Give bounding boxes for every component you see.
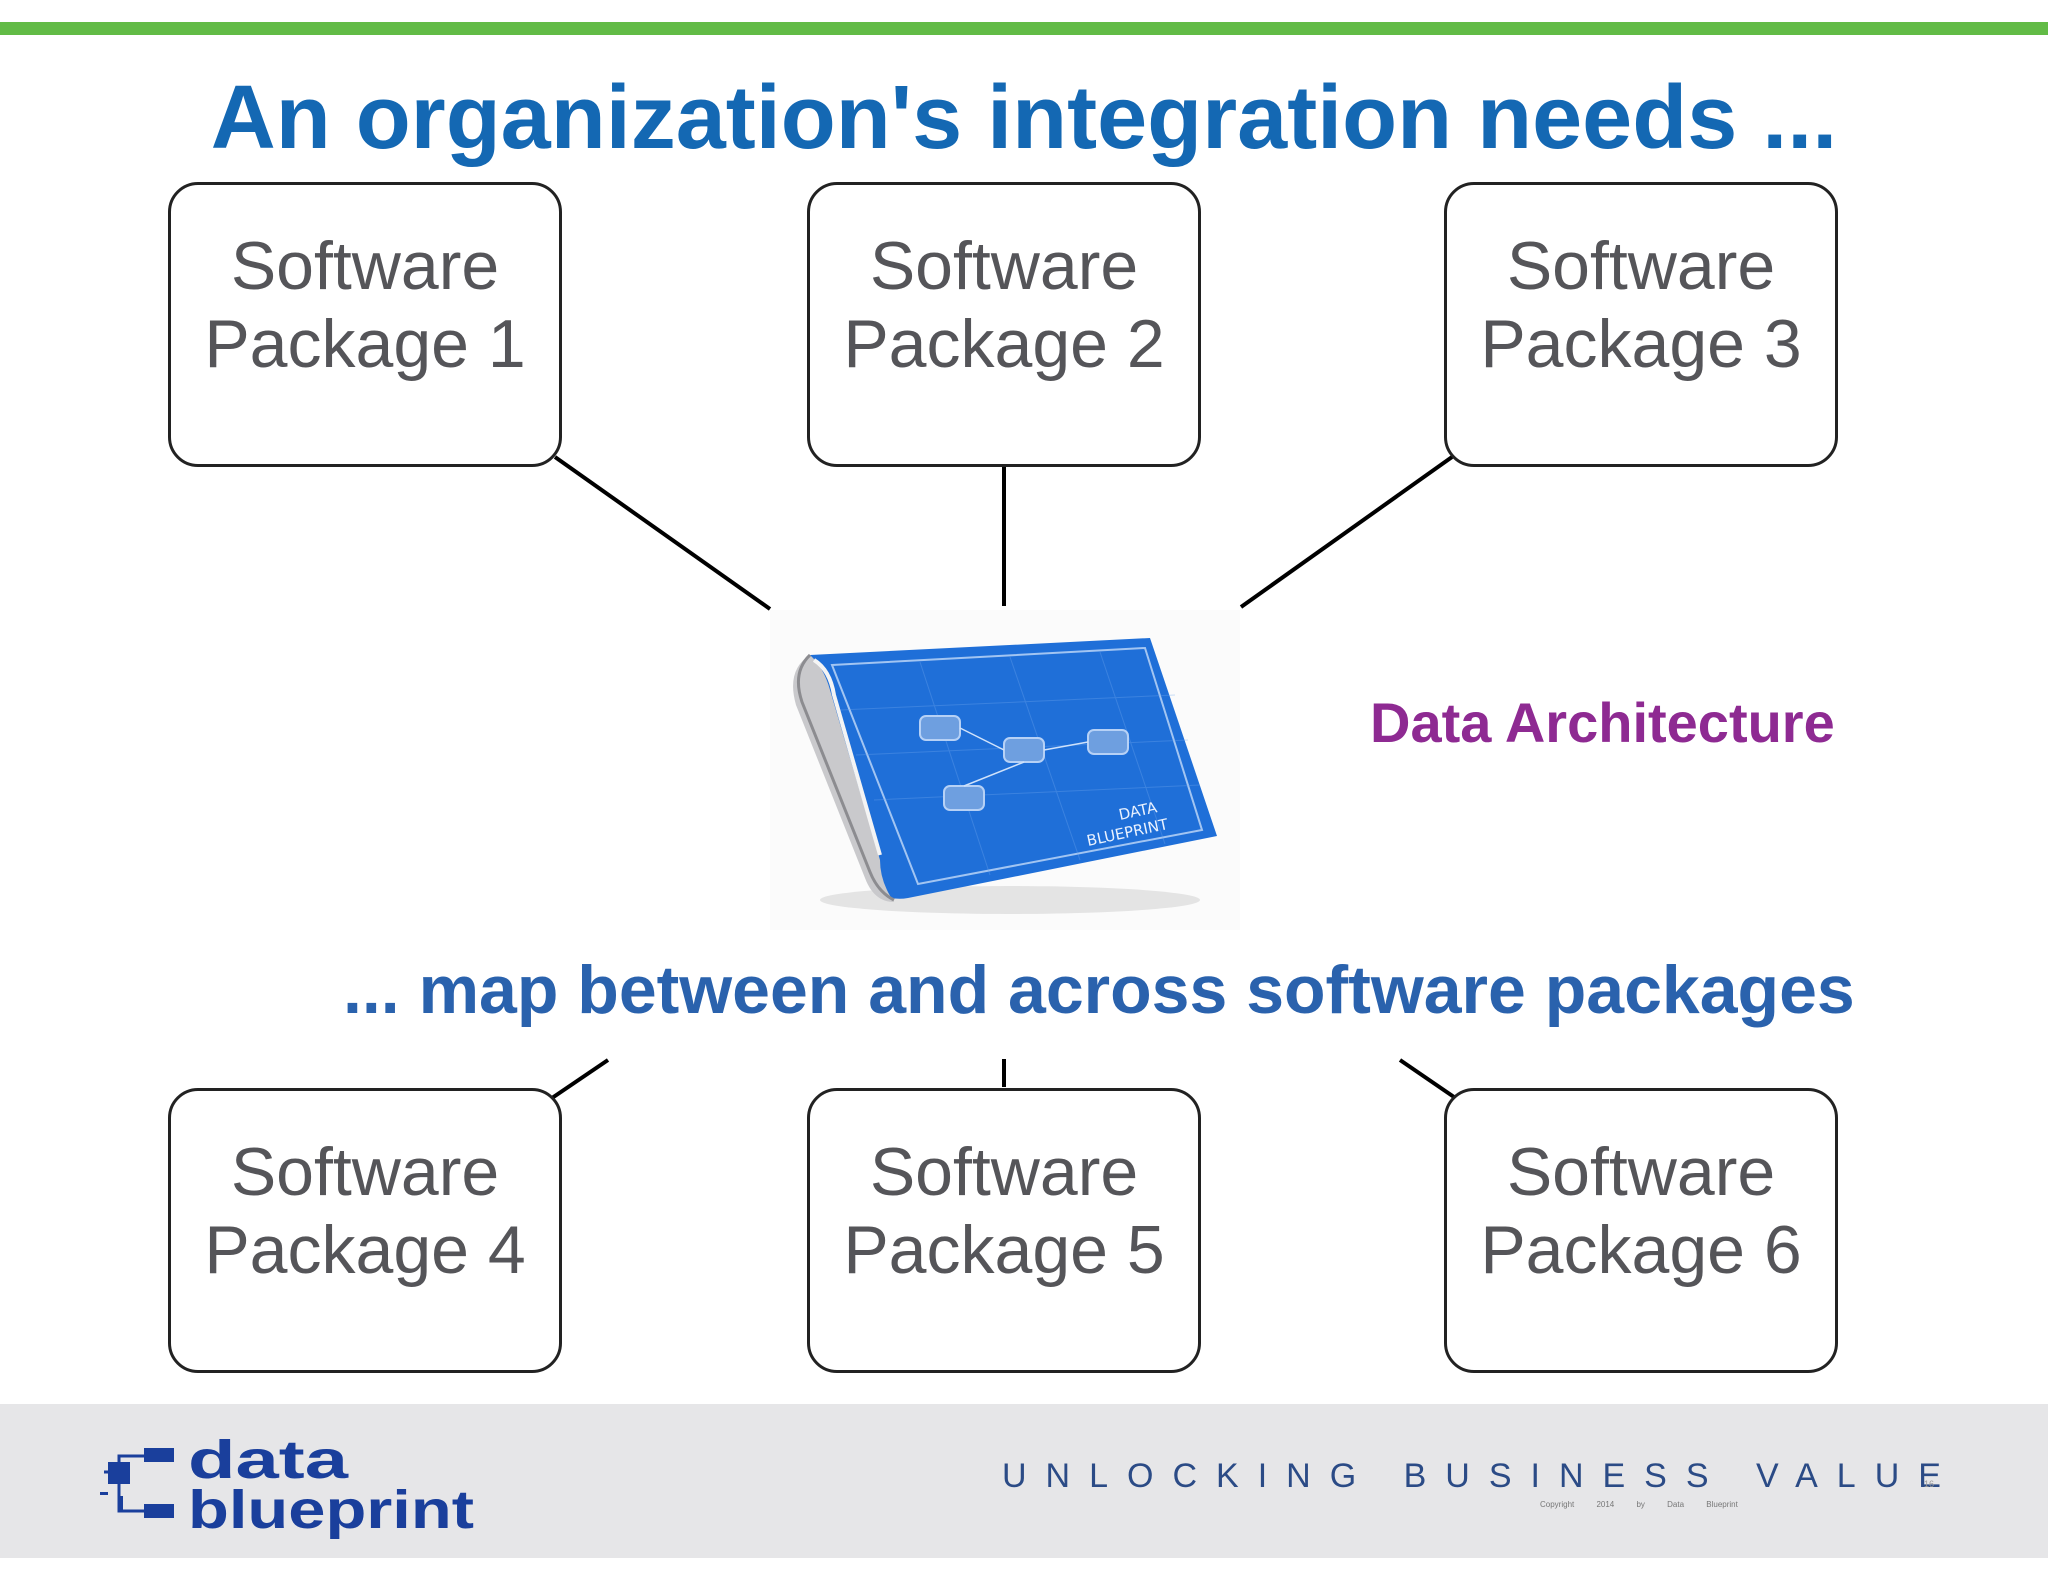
footer-tagline: UNLOCKING BUSINESS VALUE: [1002, 1457, 1960, 1495]
software-package-5: Software Package 5: [807, 1088, 1201, 1373]
software-package-4: Software Package 4: [168, 1088, 562, 1373]
package-label: Software Package 5: [843, 1134, 1165, 1288]
connector-package-1: [553, 455, 772, 611]
blueprint-icon: DATA BLUEPRINT: [770, 610, 1240, 930]
footer-bar: [0, 1404, 2048, 1558]
package-label: Software Package 3: [1480, 228, 1802, 382]
connector-package-6: [1398, 1058, 1456, 1099]
package-label: Software Package 4: [204, 1134, 526, 1288]
package-label: Software Package 6: [1480, 1134, 1802, 1288]
connector-package-4: [550, 1058, 610, 1100]
software-package-2: Software Package 2: [807, 182, 1201, 467]
connector-package-3: [1239, 455, 1454, 609]
footer-copyright: Copyright 2014 by Data Blueprint: [1540, 1500, 1738, 1509]
software-package-6: Software Package 6: [1444, 1088, 1838, 1373]
svg-text:blueprint: blueprint: [188, 1480, 474, 1540]
svg-text:data: data: [188, 1432, 349, 1490]
software-package-1: Software Package 1: [168, 182, 562, 467]
slide-title: An organization's integration needs ...: [210, 68, 1838, 168]
package-label: Software Package 1: [204, 228, 526, 382]
slide-subtitle: ... map between and across software pack…: [343, 952, 1855, 1028]
page-number: 16: [1924, 1479, 1935, 1489]
data-architecture-label: Data Architecture: [1370, 691, 1835, 754]
accent-bar: [0, 22, 2048, 35]
data-blueprint-logo: data blueprint: [100, 1432, 474, 1540]
package-label: Software Package 2: [843, 228, 1165, 382]
software-package-3: Software Package 3: [1444, 182, 1838, 467]
